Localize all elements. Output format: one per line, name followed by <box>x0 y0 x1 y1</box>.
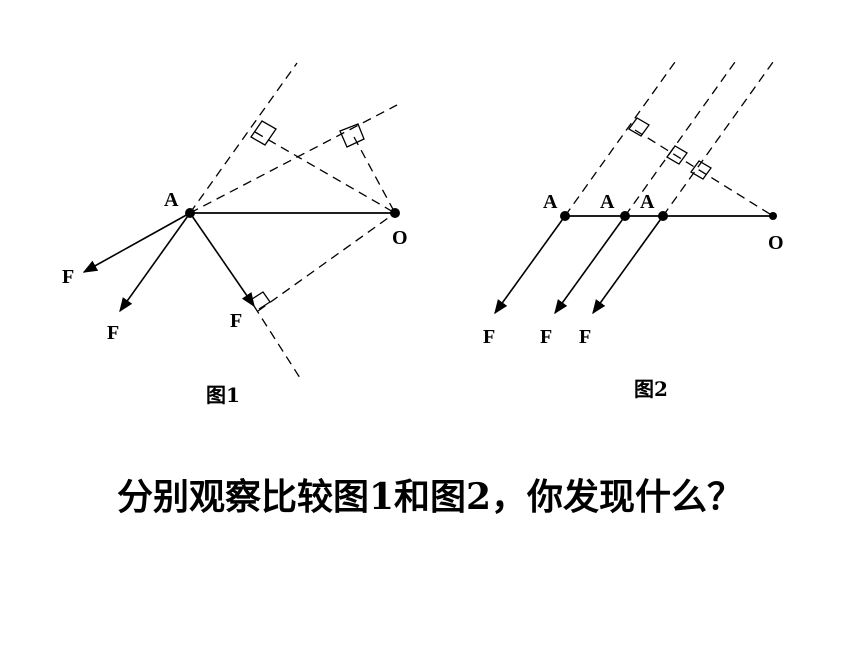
point-a-label-2: A <box>600 191 615 213</box>
point-a-dot-3 <box>658 211 668 221</box>
force-label-1: F <box>62 266 74 288</box>
point-a-label-1: A <box>543 191 558 213</box>
pivot-o-dot-2 <box>769 212 777 220</box>
force-arrow-2-2 <box>554 215 626 315</box>
pivot-o-label-2: O <box>768 232 784 254</box>
point-a-dot-2 <box>620 211 630 221</box>
force-arrow-1 <box>82 212 191 273</box>
figure-1-caption: 图1 <box>206 383 240 407</box>
figure-1-labels: A O F F F 图1 <box>62 189 408 407</box>
right-angle-marks <box>250 120 365 310</box>
dashed-guides <box>189 62 398 379</box>
force-label-2-2: F <box>540 326 552 348</box>
point-a-dot-1 <box>560 211 570 221</box>
question-text: 分别观察比较图1和图2，你发现什么？ <box>116 476 744 518</box>
figure-2-caption: 图2 <box>634 377 668 401</box>
figure-1 <box>82 62 400 379</box>
figure-2-labels: A A A O F F F 图2 <box>483 191 784 401</box>
figure-2 <box>494 61 777 315</box>
right-angle-marks-2 <box>628 117 712 180</box>
force-arrow-2-1 <box>494 215 566 315</box>
dashed-guides-2 <box>564 61 774 217</box>
force-arrow-2 <box>119 212 191 313</box>
pivot-o-dot <box>390 208 400 218</box>
pivot-o-label: O <box>392 227 408 249</box>
point-a-dot <box>185 208 195 218</box>
force-label-2: F <box>107 322 119 344</box>
force-arrow-3 <box>189 212 255 308</box>
point-a-label-3: A <box>640 191 655 213</box>
force-label-2-3: F <box>579 326 591 348</box>
force-label-3: F <box>230 310 242 332</box>
force-label-2-1: F <box>483 326 495 348</box>
force-arrow-2-3 <box>592 215 664 315</box>
point-a-label: A <box>164 189 179 211</box>
